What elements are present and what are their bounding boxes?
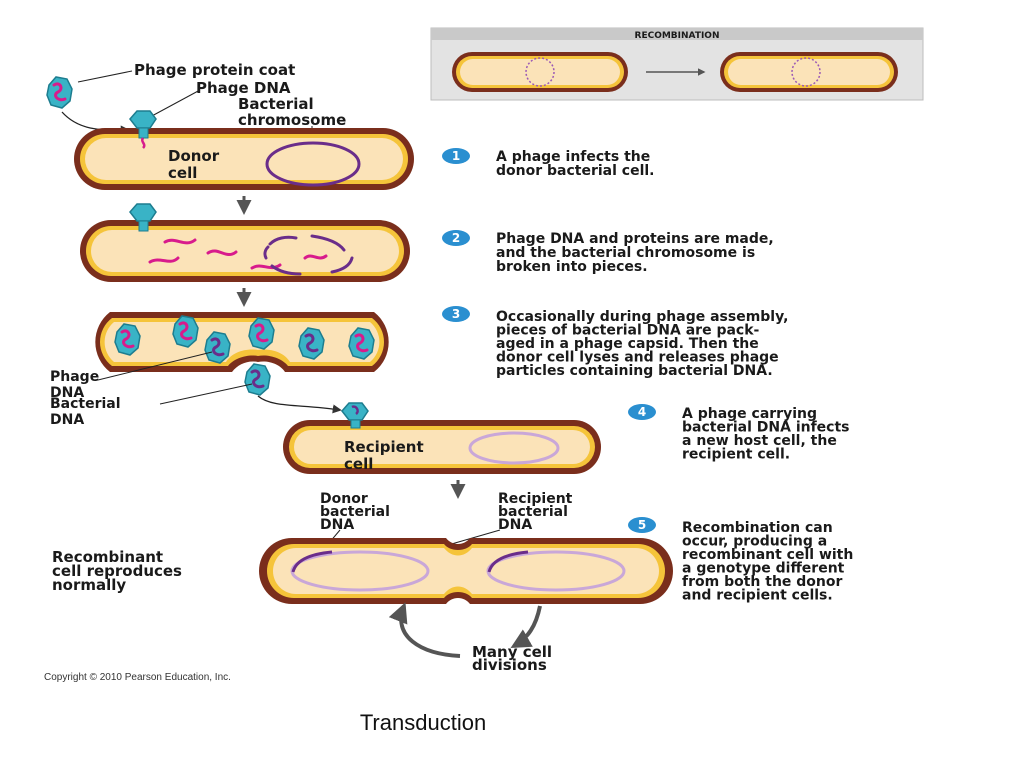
svg-text:2: 2 bbox=[452, 231, 460, 245]
recombination-title: RECOMBINATION bbox=[635, 31, 720, 41]
cycle-arrow-left bbox=[388, 602, 461, 658]
phage-dna-fragments bbox=[148, 238, 328, 270]
cycle-arrow-right bbox=[510, 605, 542, 648]
label-donor-cell: Donor cell bbox=[168, 147, 224, 182]
step-badge bbox=[442, 230, 470, 246]
infecting-phage-icon bbox=[341, 402, 369, 429]
svg-text:1: 1 bbox=[452, 149, 460, 163]
panel-cell-after bbox=[720, 52, 898, 92]
bacterial-chromosome bbox=[265, 141, 361, 187]
donor-cell-3-lysing bbox=[95, 312, 389, 397]
label-phage-dna-2: Phage DNA bbox=[50, 369, 104, 401]
step-text: Occasionally during phage assembly, piec… bbox=[496, 309, 793, 379]
label-recombinant-cell: Recombinant cell reproduces normally bbox=[52, 548, 187, 594]
donor-cell-2 bbox=[80, 203, 410, 282]
free-phage-icon bbox=[45, 75, 74, 110]
recipient-cell: Recipient cell bbox=[283, 402, 601, 474]
svg-text:3: 3 bbox=[452, 307, 460, 321]
label-phage-dna: Phage DNA bbox=[196, 79, 291, 97]
step-5: 5 Recombination can occur, producing a r… bbox=[628, 517, 858, 604]
step-1: 1 A phage infects the donor bacterial ce… bbox=[442, 148, 655, 179]
step-badge bbox=[442, 148, 470, 164]
label-recipient-cell: Recipient cell bbox=[344, 438, 429, 473]
step-text: Recombination can occur, producing a rec… bbox=[682, 520, 858, 604]
step-badge bbox=[442, 306, 470, 322]
step-text: A phage carrying bacterial DNA infects a… bbox=[682, 406, 854, 463]
donor-cell-1: Donor cell bbox=[74, 110, 414, 190]
step-text: A phage infects the donor bacterial cell… bbox=[496, 149, 655, 179]
slide-caption: Transduction bbox=[359, 710, 487, 735]
recombination-panel: RECOMBINATION bbox=[430, 27, 924, 101]
label-donor-bacterial-dna: Donor bacterial DNA bbox=[320, 491, 395, 533]
label-many-cell-divisions: Many cell divisions bbox=[472, 643, 557, 674]
step-badge bbox=[628, 517, 656, 533]
released-phage-icon bbox=[243, 362, 272, 397]
step-2: 2 Phage DNA and proteins are made, and t… bbox=[442, 230, 779, 275]
svg-text:4: 4 bbox=[638, 405, 646, 419]
step-text: Phage DNA and proteins are made, and the… bbox=[496, 231, 779, 275]
label-bacterial-chromosome: Bacterial chromosome bbox=[238, 95, 346, 129]
step-4: 4 A phage carrying bacterial DNA infects… bbox=[628, 404, 854, 463]
svg-text:5: 5 bbox=[638, 518, 646, 532]
copyright-text: Copyright © 2010 Pearson Education, Inc. bbox=[44, 672, 231, 683]
panel-cell-before bbox=[452, 52, 628, 92]
attached-phage-icon bbox=[129, 110, 157, 149]
label-phage-protein-coat: Phage protein coat bbox=[134, 61, 295, 79]
label-bacterial-dna-2: Bacterial DNA bbox=[50, 396, 125, 428]
step-3: 3 Occasionally during phage assembly, pi… bbox=[442, 306, 793, 379]
attached-phage-icon-2 bbox=[129, 203, 157, 232]
label-recipient-bacterial-dna: Recipient bacterial DNA bbox=[498, 491, 577, 533]
recipient-chromosome bbox=[468, 431, 560, 465]
chromosome-fragments bbox=[263, 234, 354, 276]
step-badge bbox=[628, 404, 656, 420]
recombinant-cell bbox=[259, 538, 673, 604]
